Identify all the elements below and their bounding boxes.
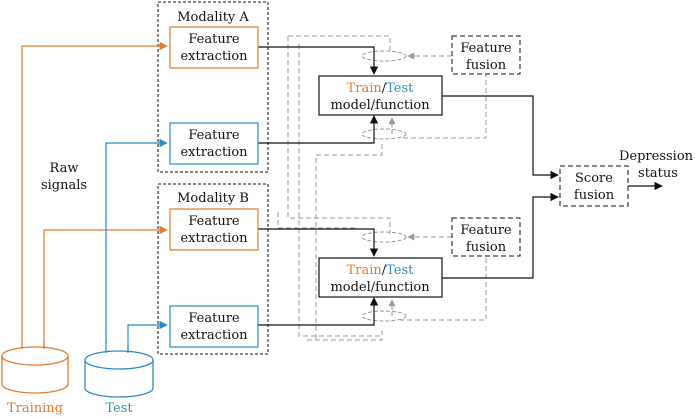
model-slash: / xyxy=(382,263,387,278)
output-label: status xyxy=(638,166,678,181)
score-fusion-label: Score xyxy=(575,171,613,186)
model-subtitle: model/function xyxy=(330,98,430,113)
feature-fusion-label: Feature xyxy=(460,41,512,56)
feature-extraction-label: Feature xyxy=(188,214,240,229)
output-label: Depression xyxy=(619,149,694,164)
raw-signals-label: Raw xyxy=(50,161,79,176)
model-train-label: Train xyxy=(347,81,383,96)
feature-to-model-connections xyxy=(258,46,663,326)
feature-fusion-b: Feature fusion xyxy=(451,217,521,257)
test-connections xyxy=(105,138,168,350)
modality-a-group xyxy=(157,1,269,173)
training-connections xyxy=(21,41,168,348)
feature-fusion-label: fusion xyxy=(466,58,507,73)
feature-extraction-label: Feature xyxy=(188,128,240,143)
model-title: Train/Test xyxy=(347,81,415,96)
modality-b-group xyxy=(157,183,269,355)
feature-extraction-b-test: Feature extraction xyxy=(169,305,259,348)
model-b: Train/Test model/function xyxy=(318,257,443,298)
model-slash: / xyxy=(382,81,387,96)
feature-extraction-label: extraction xyxy=(180,145,248,160)
training-database-icon xyxy=(1,346,69,394)
feature-fusion-label: fusion xyxy=(466,240,507,255)
feature-extraction-label: Feature xyxy=(188,32,240,47)
junction-ellipse xyxy=(361,310,407,322)
feature-extraction-label: extraction xyxy=(180,49,248,64)
score-fusion-label: fusion xyxy=(574,188,615,203)
feature-fusion-a: Feature fusion xyxy=(451,35,521,75)
feature-extraction-a-test: Feature extraction xyxy=(169,122,259,165)
feature-routing-lines xyxy=(277,35,487,341)
model-test-label: Test xyxy=(386,81,414,96)
junction-ellipse xyxy=(361,50,407,62)
model-subtitle: model/function xyxy=(330,280,430,295)
training-label: Training xyxy=(7,401,63,416)
feature-fusion-label: Feature xyxy=(460,223,512,238)
model-a: Train/Test model/function xyxy=(318,75,443,116)
junction-ellipse xyxy=(361,231,407,243)
test-label: Test xyxy=(105,401,133,416)
raw-signals-label: signals xyxy=(41,178,87,193)
junction-ellipse xyxy=(361,128,407,140)
model-title: Train/Test xyxy=(347,263,415,278)
modality-b-label: Modality B xyxy=(177,191,249,206)
modality-a-label: Modality A xyxy=(177,10,249,25)
feature-extraction-label: extraction xyxy=(180,231,248,246)
feature-extraction-label: extraction xyxy=(180,328,248,343)
feature-extraction-a-train: Feature extraction xyxy=(169,26,259,69)
test-database-icon xyxy=(84,350,154,398)
model-train-label: Train xyxy=(347,263,383,278)
feature-extraction-b-train: Feature extraction xyxy=(169,208,259,251)
feature-extraction-label: Feature xyxy=(188,311,240,326)
score-fusion: Score fusion xyxy=(559,165,629,207)
model-test-label: Test xyxy=(386,263,414,278)
